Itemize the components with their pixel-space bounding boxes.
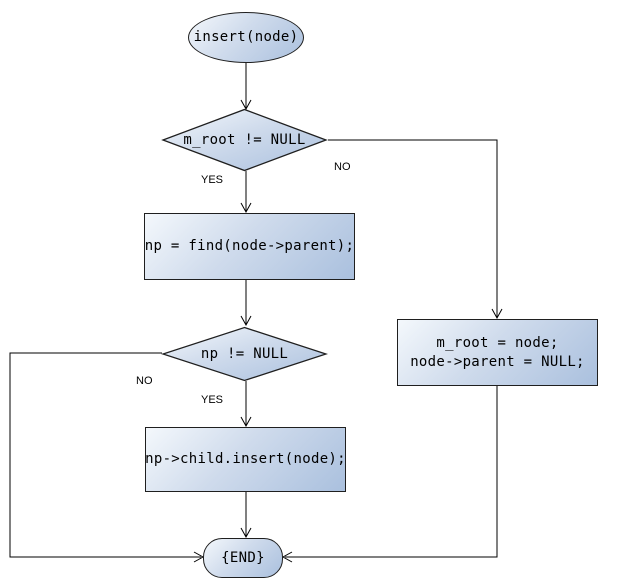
arrowhead: [240, 527, 252, 539]
decision-np-label: np != NULL: [200, 346, 289, 362]
set-root-label-line2: node->parent = NULL;: [410, 353, 585, 370]
set-root-node: m_root = node; node->parent = NULL;: [397, 319, 598, 386]
arrowhead: [240, 99, 252, 111]
arrowhead: [240, 202, 252, 214]
edge-label-check-np-yes: YES: [201, 394, 224, 406]
edge-set-root-to-end: [285, 386, 498, 558]
start-node-label: insert(node): [193, 29, 299, 45]
arrowhead: [281, 551, 293, 563]
edge-check-root-no: [328, 139, 498, 317]
end-node-label: {END}: [221, 549, 265, 566]
insert-child-node: np->child.insert(node);: [145, 427, 346, 492]
arrowhead: [240, 315, 252, 327]
start-node: insert(node): [188, 12, 304, 63]
insert-child-label: np->child.insert(node);: [145, 451, 346, 467]
decision-m-root-node: m_root != NULL: [161, 108, 328, 172]
arrowhead: [491, 308, 503, 320]
diamond-shape: [161, 108, 328, 172]
find-parent-node: np = find(node->parent);: [144, 213, 355, 280]
edge-check-np-no: [9, 352, 201, 558]
set-root-label-line1: m_root = node;: [436, 334, 559, 351]
decision-np-node: np != NULL: [160, 326, 329, 382]
edge-label-check-root-no: NO: [334, 161, 351, 173]
end-node: {END}: [203, 538, 283, 578]
decision-m-root-label: m_root != NULL: [183, 132, 306, 148]
arrowhead: [240, 416, 252, 428]
find-parent-label: np = find(node->parent);: [144, 238, 355, 254]
edge-label-check-root-yes: YES: [201, 174, 224, 186]
diamond-shape: [160, 326, 329, 382]
edge-label-check-np-no: NO: [136, 375, 153, 387]
